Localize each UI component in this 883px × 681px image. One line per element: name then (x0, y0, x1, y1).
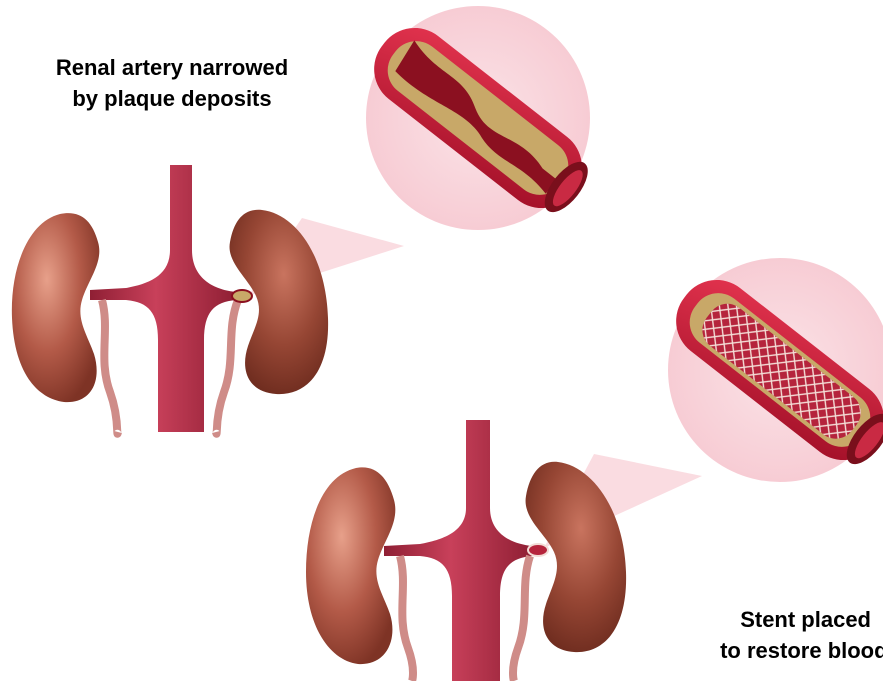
top-right-ureter (216, 300, 238, 434)
top-caption: Renal artery narrowed by plaque deposits (0, 52, 344, 114)
bottom-caption-line2: to restore blood f (720, 635, 883, 666)
top-caption-line2: by plaque deposits (0, 83, 344, 114)
top-left-kidney (12, 213, 99, 402)
bottom-stent-spot (528, 544, 548, 556)
bottom-left-kidney (306, 467, 395, 664)
bottom-left-ureter (400, 556, 413, 681)
bottom-caption: Stent placed to restore blood f (720, 604, 871, 666)
bottom-caption-line1: Stent placed (720, 604, 871, 635)
top-narrowed-spot (232, 290, 252, 302)
top-left-ureter (102, 300, 118, 434)
bottom-right-ureter (513, 556, 530, 681)
top-caption-line1: Renal artery narrowed (0, 52, 344, 83)
